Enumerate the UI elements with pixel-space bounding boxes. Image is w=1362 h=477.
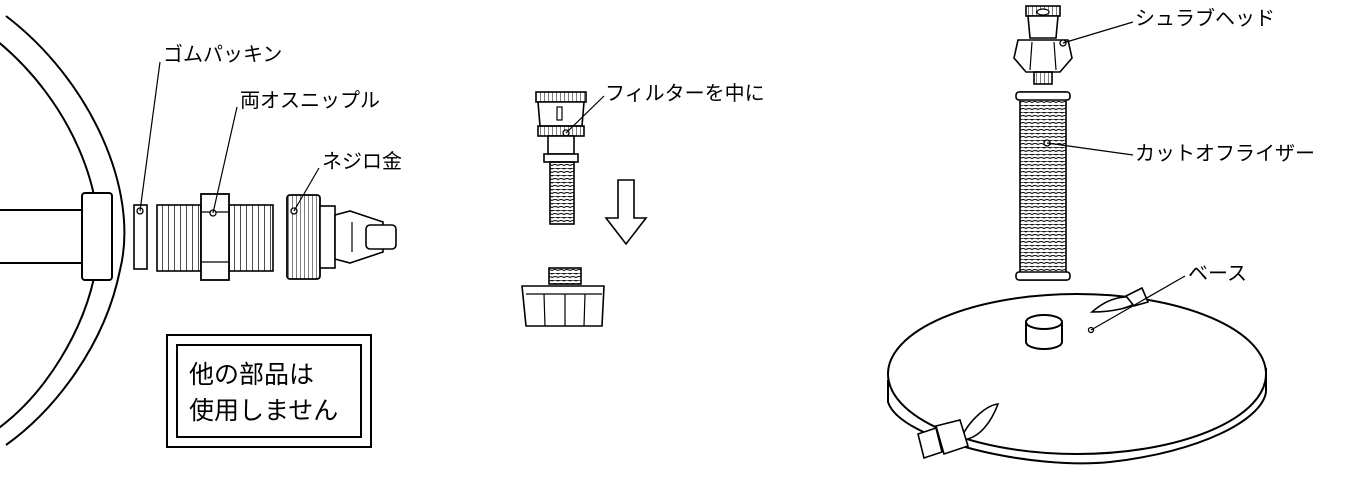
hose-clamp (81, 192, 113, 281)
label-double-male-nipple: 両オスニップル (240, 88, 380, 112)
filter-cap (521, 267, 605, 327)
base-leader (1090, 275, 1186, 331)
notice-line-1: 他の部品は (189, 360, 315, 389)
down-arrow (604, 179, 648, 246)
shrub-head (1013, 5, 1073, 85)
shrub-head-leader (1062, 21, 1134, 44)
leader-lines-left (139, 61, 320, 214)
screw-fitting (286, 194, 397, 280)
label-cut-off-riser: カットオフライザー (1135, 141, 1315, 165)
label-filter-inside: フィルターを中に (605, 81, 765, 105)
cut-off-riser (1015, 91, 1071, 281)
label-base: ベース (1188, 261, 1247, 285)
riser-leader (1046, 142, 1134, 156)
nozzle-leader (565, 95, 605, 134)
label-screw-fitting: ネジロ金 (322, 149, 402, 173)
spray-nozzle (535, 91, 587, 225)
double-male-nipple (156, 193, 274, 281)
notice-text: 他の部品は 使用しません (189, 357, 338, 429)
notice-box-outer (166, 334, 372, 448)
notice-box: 他の部品は 使用しません (177, 345, 361, 437)
label-shrub-head: シュラブヘッド (1135, 6, 1275, 30)
label-rubber-packing: ゴムパッキン (163, 42, 283, 66)
notice-box-inner (176, 344, 362, 438)
notice-line-2: 使用しません (189, 396, 339, 425)
base-disc (887, 286, 1267, 465)
